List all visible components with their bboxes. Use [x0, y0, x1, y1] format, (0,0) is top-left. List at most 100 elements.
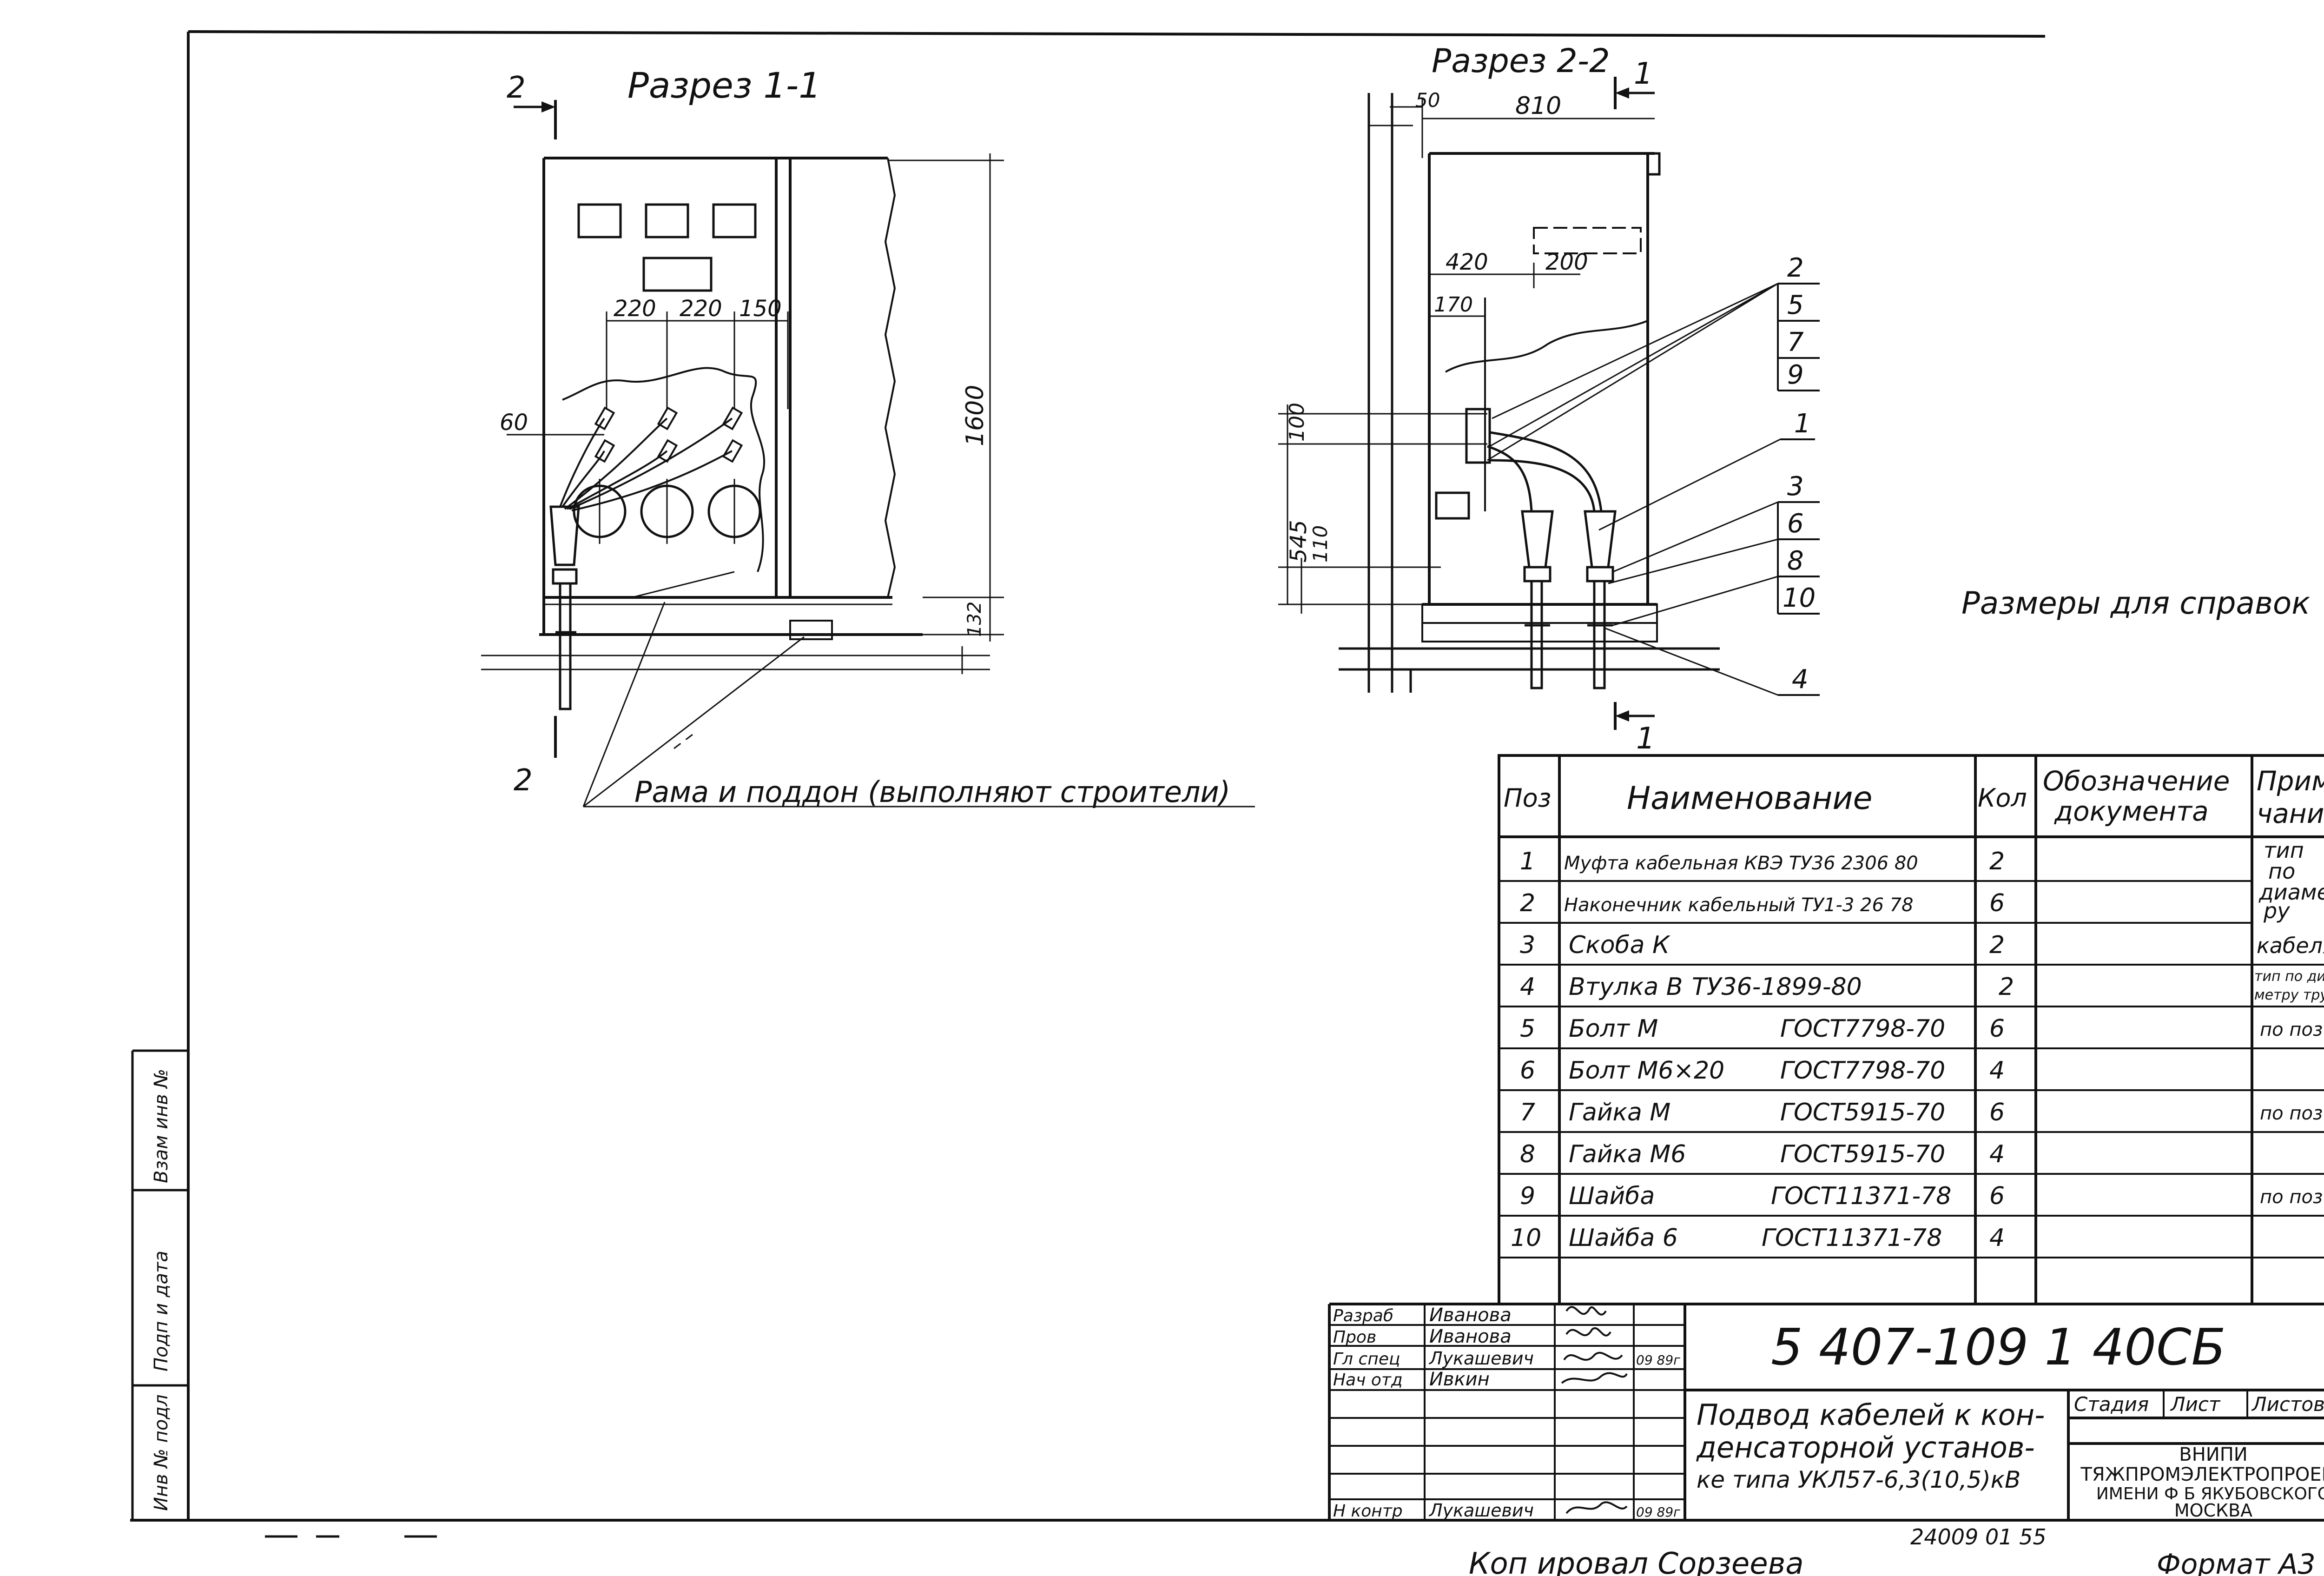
handwritten-signatures [1561, 1306, 1628, 1514]
cut-1-label-bottom: 1 [1636, 722, 1655, 756]
remark-r4-line2: метру трубы [2254, 987, 2324, 1003]
row-std: ГОСТ11371-78 [1771, 1182, 1951, 1210]
remark-r1-line3: диамет- [2258, 880, 2324, 905]
wall-and-floor [1339, 93, 1720, 693]
dim-810: 810 [1515, 92, 1561, 120]
row-name: Гайка М [1569, 1099, 1670, 1126]
section-2-dims: 50 810 420 200 170 100 545 110 [1278, 89, 1655, 614]
row-std: ГОСТ7798-70 [1780, 1015, 1945, 1043]
callout-1: 1 [1794, 409, 1811, 439]
stage-label: Стадия [2074, 1393, 2149, 1416]
drawing-title-line3: ке типа УКЛ57-6,3(10,5)кВ [1697, 1466, 2020, 1493]
row-name: Скоба К [1569, 931, 1670, 959]
org-line1: ВНИПИ [2179, 1444, 2247, 1465]
dim-150: 150 [739, 296, 782, 322]
row-qty: 4 [1989, 1057, 2005, 1085]
remark-r7: по поз 5 [2260, 1103, 2324, 1124]
sig-name-2: Иванова [1429, 1326, 1512, 1347]
cut-1-label-top: 1 [1634, 57, 1653, 91]
callout-10: 10 [1783, 583, 1816, 613]
row-qty: 6 [1989, 1182, 2005, 1210]
reference-note: Размеры для справок [1961, 585, 2310, 621]
footer: 24009 01 55 Коп ировал Сорзеева Формат А… [265, 1524, 2316, 1576]
frame-note-leaders [582, 602, 1255, 808]
remark-r1-line5: кабеля [2257, 933, 2324, 958]
org-line4: МОСКВА [2174, 1500, 2252, 1521]
dim-132: 132 [964, 602, 985, 637]
callout-stack-bottom: 1 3 6 8 10 4 [1598, 409, 1820, 696]
row-name: Гайка М6 [1569, 1140, 1686, 1168]
sheet-frame [130, 30, 2324, 1522]
row-pos: 6 [1520, 1057, 1535, 1085]
cut-marker-2-bottom: 2 [514, 716, 557, 798]
dim-170: 170 [1434, 293, 1473, 317]
dim-60: 60 [500, 410, 528, 436]
spec-remarks: тип по диамет- ру кабеля тип по диа- мет… [2254, 838, 2324, 1208]
spec-row-8: 8 Гайка М6 ГОСТ5915-70 4 [1520, 1140, 2005, 1168]
row-name: Шайба [1569, 1182, 1655, 1210]
sig-name-3: Лукашевич [1428, 1348, 1534, 1369]
spec-row-2: 2 Наконечник кабельный ТУ1-3 26 78 6 [1520, 889, 2005, 917]
dim-420: 420 [1446, 249, 1488, 275]
col-note-header-2: чание [2257, 798, 2324, 829]
sig-role-1: Разраб [1333, 1306, 1393, 1325]
cable-entry-side [1435, 408, 1617, 689]
signature-rows: Разраб Иванова Пров Иванова Гл спец Лука… [1333, 1305, 1680, 1521]
cable-terminals [559, 406, 743, 511]
spec-row-9: 9 Шайба ГОСТ11371-78 6 [1520, 1182, 2005, 1210]
spec-row-4: 4 Втулка В ТУ36-1899-80 2 [1520, 973, 2014, 1001]
footer-format: Формат А3 [2157, 1548, 2316, 1576]
col-pos-header: Поз [1504, 783, 1551, 813]
drawing-title-line2: денсаторной установ- [1696, 1430, 2035, 1464]
sig-name-4: Ивкин [1429, 1369, 1490, 1390]
row-std: ГОСТ5915-70 [1780, 1140, 1945, 1168]
row-pos: 8 [1520, 1140, 1535, 1168]
col-name-header: Наименование [1627, 780, 1872, 817]
row-pos: 9 [1520, 1182, 1535, 1210]
drawing-title-line1: Подвод кабелей к кон- [1697, 1398, 2045, 1432]
dim-220-b: 220 [680, 296, 722, 322]
drawing-designation: 5 407-109 1 40СБ [1771, 1318, 2226, 1377]
col-note-header-1: Приме- [2257, 765, 2324, 797]
sig-role-3: Гл спец [1333, 1350, 1400, 1369]
dim-1600: 1600 [961, 385, 989, 446]
row-pos: 2 [1520, 889, 1535, 917]
spec-table: Поз Наименование Кол Обозначение докумен… [1498, 754, 2324, 1305]
remark-r4-line1: тип по диа- [2254, 968, 2324, 985]
section-2-2: Разрез 2-2 1 1 [1278, 42, 1820, 756]
break-line-side [1445, 298, 1648, 511]
row-name: Втулка В [1569, 973, 1683, 1001]
spec-row-7: 7 Гайка М ГОСТ5915-70 6 [1520, 1099, 2005, 1126]
col-doc-header-1: Обозначение [2043, 765, 2230, 797]
row-qty: 6 [1989, 889, 2005, 917]
sig-date-3: 09 89г [1636, 1352, 1680, 1368]
side-stamp: Инв № подл Подп и дата Взам инв № [131, 1049, 188, 1520]
cut-marker-2-top: 2 [507, 71, 557, 139]
sheet-label: Лист [2170, 1393, 2221, 1416]
cabinet-side-view [1421, 152, 1661, 642]
callout-9: 9 [1787, 360, 1804, 390]
cut-2-label-bottom: 2 [514, 763, 533, 798]
remark-r1-line1: тип [2264, 838, 2304, 863]
sig-role-2: Пров [1333, 1328, 1376, 1347]
footer-order: 24009 01 55 [1910, 1524, 2047, 1550]
remark-r9: по поз 5 [2260, 1186, 2324, 1208]
sig-role-4: Нач отд [1333, 1371, 1403, 1390]
spec-row-6: 6 Болт М6×20 ГОСТ7798-70 4 [1520, 1057, 2005, 1085]
cable-bushings [573, 479, 761, 544]
break-line-cutaway [562, 367, 766, 598]
dim-110: 110 [1309, 525, 1332, 563]
dim-220-a: 220 [614, 296, 656, 322]
stamp-inv-podl: Инв № подл [151, 1394, 172, 1511]
col-doc-header-2: документа [2054, 795, 2209, 827]
row-name: Муфта кабельная КВЭ ТУ36 2306 80 [1564, 853, 1918, 874]
row-qty: 4 [1989, 1224, 2005, 1252]
section-1-dims: 220 220 150 60 1600 132 [481, 153, 1004, 674]
spec-row-3: 3 Скоба К 2 [1520, 931, 2005, 959]
row-pos: 1 [1520, 848, 1535, 875]
cut-marker-1-bottom: 1 [1614, 702, 1655, 756]
row-qty: 4 [1989, 1140, 2005, 1168]
row-qty: 6 [1989, 1099, 2005, 1126]
org-line2: ТЯЖПРОМЭЛЕКТРОПРОЕКТ [2080, 1464, 2324, 1485]
